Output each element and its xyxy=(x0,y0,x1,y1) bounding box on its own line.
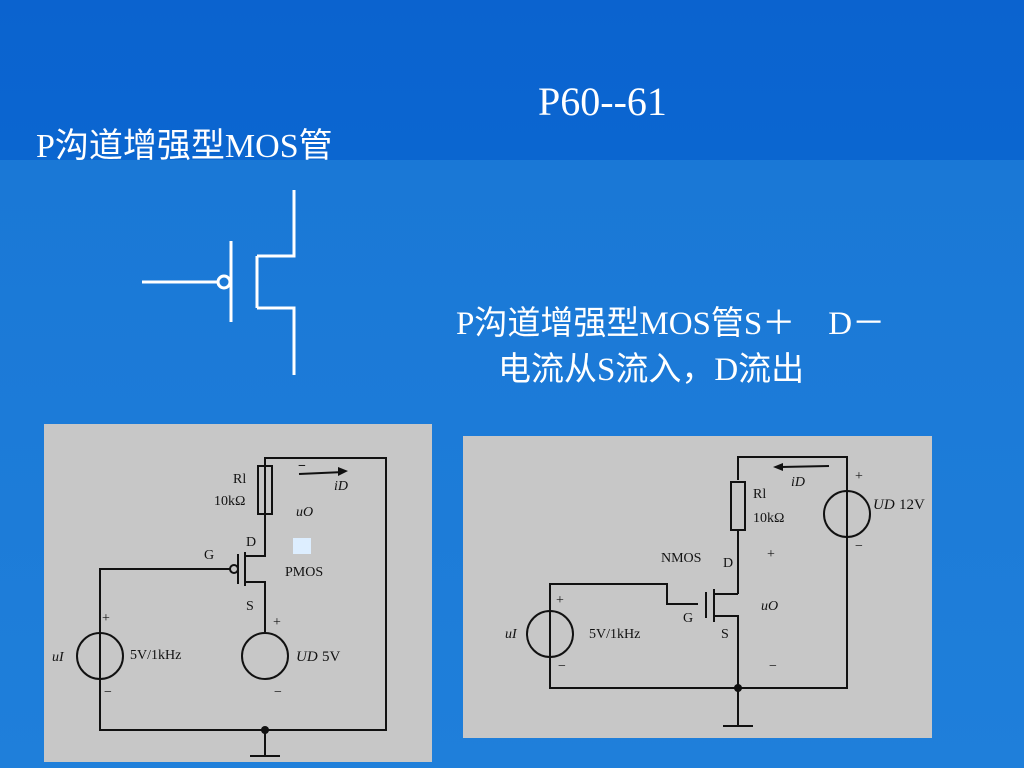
uo-minus: − xyxy=(769,659,777,674)
transistor-label: NMOS xyxy=(661,551,702,566)
uo-plus: + xyxy=(767,547,775,562)
ui-minus: − xyxy=(558,659,566,674)
r-label: R xyxy=(753,487,763,502)
ui-plus: + xyxy=(102,611,110,626)
ud-label: U xyxy=(296,649,307,665)
description-line-1: P沟道增强型MOS管S＋ D－ xyxy=(456,306,886,342)
gate-bubble xyxy=(216,274,232,290)
ud-plus: + xyxy=(855,469,863,484)
source-value: 5V/1kHz xyxy=(589,627,641,642)
transistor-label: PMOS xyxy=(285,565,324,580)
uo-label: u xyxy=(296,505,303,520)
r-value: 10kΩ xyxy=(753,511,785,526)
drain-lead xyxy=(257,190,296,258)
slide-heading: P沟道增强型MOS管 xyxy=(36,128,333,165)
pmos-symbol xyxy=(142,190,296,375)
source-lead xyxy=(257,306,296,375)
ui-label: u xyxy=(505,627,512,642)
ui-minus: − xyxy=(104,685,112,700)
r-label: R xyxy=(233,472,243,487)
source-label: S xyxy=(246,599,254,614)
ud-minus: − xyxy=(855,539,863,554)
current-minus: − xyxy=(298,459,306,474)
ud-value: 5V xyxy=(322,649,341,665)
page-title: P60--61 xyxy=(538,79,667,124)
ud-value: 12V xyxy=(899,497,925,513)
description-line-2: 电流从S流入，D流出 xyxy=(498,352,805,388)
nmos-circuit-diagram: iD Rl 10kΩ + UD 12V − NMOS D + + G uO S … xyxy=(463,436,932,738)
id-label: i xyxy=(791,475,795,490)
ui-label: u xyxy=(52,650,59,665)
id-label: i xyxy=(334,479,338,494)
gate-label: G xyxy=(204,548,215,563)
drain-label: D xyxy=(723,556,734,571)
marker-square xyxy=(293,538,311,554)
uo-label: u xyxy=(761,599,768,614)
ui-plus: + xyxy=(556,593,564,608)
ud-plus: + xyxy=(273,615,281,630)
r-value: 10kΩ xyxy=(214,494,246,509)
source-label: S xyxy=(721,627,729,642)
gate-label: G xyxy=(683,611,694,626)
ud-label: U xyxy=(873,497,884,513)
source-value: 5V/1kHz xyxy=(130,648,182,663)
nmos-circuit-wires xyxy=(526,456,871,727)
ud-minus: − xyxy=(274,685,282,700)
pmos-circuit-diagram: Rl 10kΩ − iD uO D G PMOS S + + uI 5V/1kH… xyxy=(44,424,432,762)
drain-label: D xyxy=(246,535,257,550)
pmos-circuit-wires xyxy=(76,457,387,757)
